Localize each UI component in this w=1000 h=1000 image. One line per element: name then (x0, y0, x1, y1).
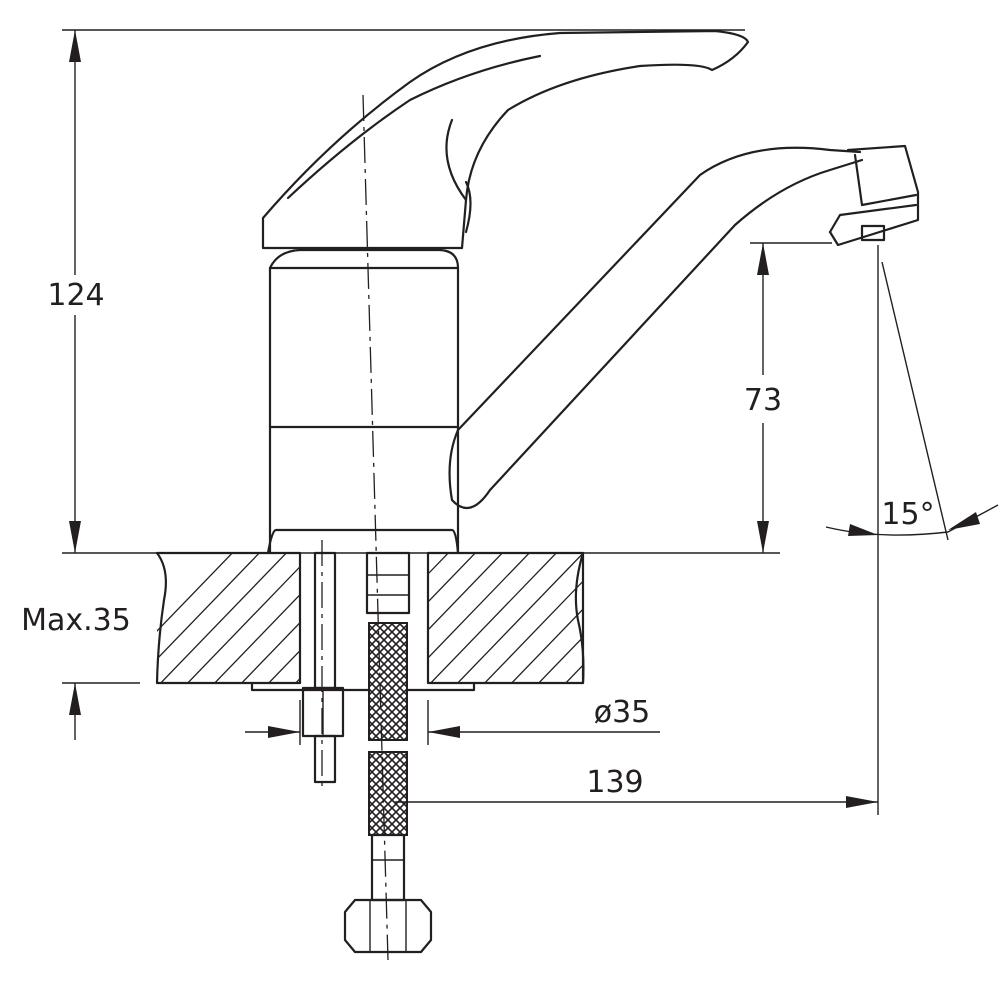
hatch-line (423, 553, 565, 683)
dimension-swivel-angle: 15° (825, 261, 999, 541)
hatch-line (667, 545, 807, 690)
stud-rod (313, 551, 337, 690)
label-bg (40, 275, 110, 315)
handle-highlight (286, 54, 542, 200)
hatch-line (640, 545, 780, 690)
body-base-flange (266, 528, 460, 555)
countertop-left-block (155, 551, 302, 685)
countertop-right-break (574, 551, 585, 685)
hatch-line (531, 553, 583, 683)
hose-top-fitting (365, 551, 411, 615)
label-bg (735, 375, 791, 423)
spout-lower-edge (448, 158, 864, 510)
dimension-spout-reach: 139 (395, 245, 879, 815)
spout-head (828, 144, 920, 247)
arrow-right (846, 796, 878, 808)
arrow-up (69, 30, 81, 62)
mounting-stud (301, 551, 345, 784)
hose-hex-nut (343, 898, 433, 954)
faucet-body (266, 248, 460, 555)
dim-label-139: 139 (586, 765, 643, 800)
hatch-line (157, 553, 268, 683)
dim-label-max35: Max.35 (21, 603, 131, 638)
hatch-line (396, 553, 538, 683)
spout (448, 144, 920, 510)
hatch-line (504, 553, 583, 683)
dim-label-73: 73 (744, 383, 782, 418)
stud-tip (313, 734, 337, 784)
dimension-hole-diameter: ø35 (245, 695, 660, 745)
hatch-line (694, 545, 834, 690)
arrow-down (757, 521, 769, 553)
spout-head-line (853, 153, 918, 207)
aerator (860, 224, 886, 242)
hatch-line (180, 553, 322, 683)
center-axis (362, 94, 389, 961)
countertop-left-break (155, 551, 167, 685)
hatch-line (157, 553, 295, 683)
hatch-line (586, 545, 726, 690)
hatch-line (613, 545, 753, 690)
arrow-right-angle (948, 512, 980, 530)
hose-braid-lower (368, 751, 408, 836)
arrow-up (757, 243, 769, 275)
handle-pivot (464, 180, 472, 234)
hatch-line (721, 545, 861, 690)
angle-tilted-line (881, 261, 949, 541)
hatch-line (477, 553, 583, 683)
hatch-line (748, 545, 888, 690)
arrow-left-angle (848, 524, 878, 536)
countertop (155, 545, 888, 692)
body-cylinder (268, 248, 460, 555)
lever-handle (261, 29, 750, 250)
countertop-right-block (426, 551, 585, 685)
handle-inner-curve (445, 118, 468, 202)
angle-arc (825, 526, 949, 536)
dim-label-angle: 15° (881, 497, 934, 532)
dim-label-diameter: ø35 (594, 695, 651, 730)
arrow-up (69, 683, 81, 715)
hatch-line (450, 553, 583, 683)
hatch-line (234, 553, 376, 683)
hatch-line (342, 553, 484, 683)
dimension-deck-thickness: Max.35 (21, 603, 140, 740)
dimension-spout-height: 73 (735, 242, 832, 553)
dim-label-124: 124 (47, 278, 104, 313)
hatch-line (157, 553, 241, 683)
dimension-total-height: 124 (40, 29, 745, 553)
supply-hose (343, 551, 433, 954)
handle-outline (261, 29, 750, 250)
arrow-left (428, 726, 460, 738)
countertop-hatching (157, 545, 888, 690)
hose-braid-upper (368, 622, 408, 741)
arrow-down (69, 521, 81, 553)
arrow-right (268, 726, 300, 738)
hatch-line (207, 553, 349, 683)
hose-bottom-fitting (370, 833, 406, 902)
aerator-outline (828, 203, 918, 234)
mounting-washer (250, 681, 476, 692)
spout-upper-edge (456, 146, 862, 432)
